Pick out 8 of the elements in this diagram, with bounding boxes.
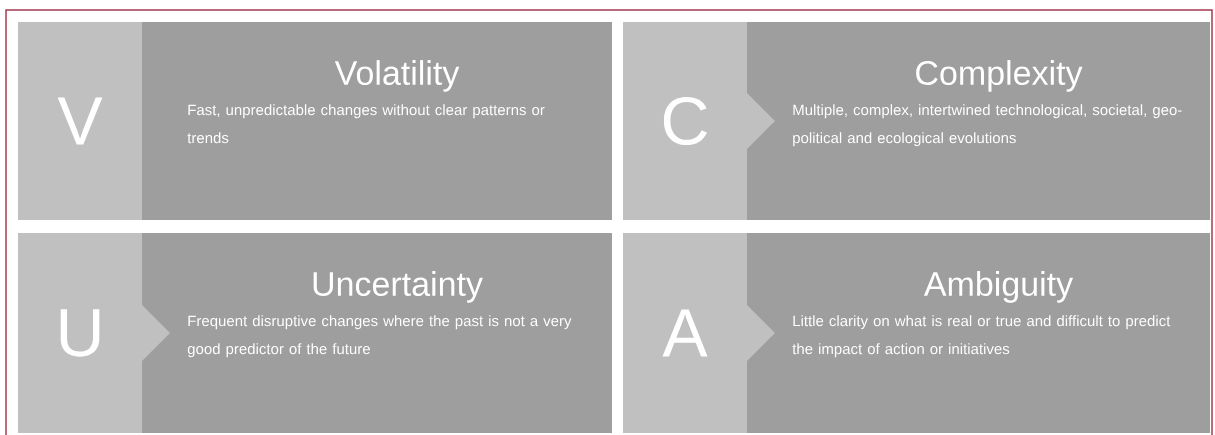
letter-tab: V xyxy=(18,22,170,220)
text-panel: Volatility Fast, unpredictable changes without clear patterns or trends xyxy=(142,22,612,220)
text-panel: Ambiguity Little clarity on what is real or true and difficult to predict the impact of action or initiatives xyxy=(747,233,1210,433)
letter-tab: A xyxy=(623,233,775,433)
text-panel: Uncertainty Frequent disruptive changes where the past is not a very good predictor of the future xyxy=(142,233,612,433)
letter-tab: C xyxy=(623,22,775,220)
text-panel: Complexity Multiple, complex, intertwined technological, societal, geo-political and ecological evolutions xyxy=(747,22,1210,220)
letter-tab: U xyxy=(18,233,170,433)
